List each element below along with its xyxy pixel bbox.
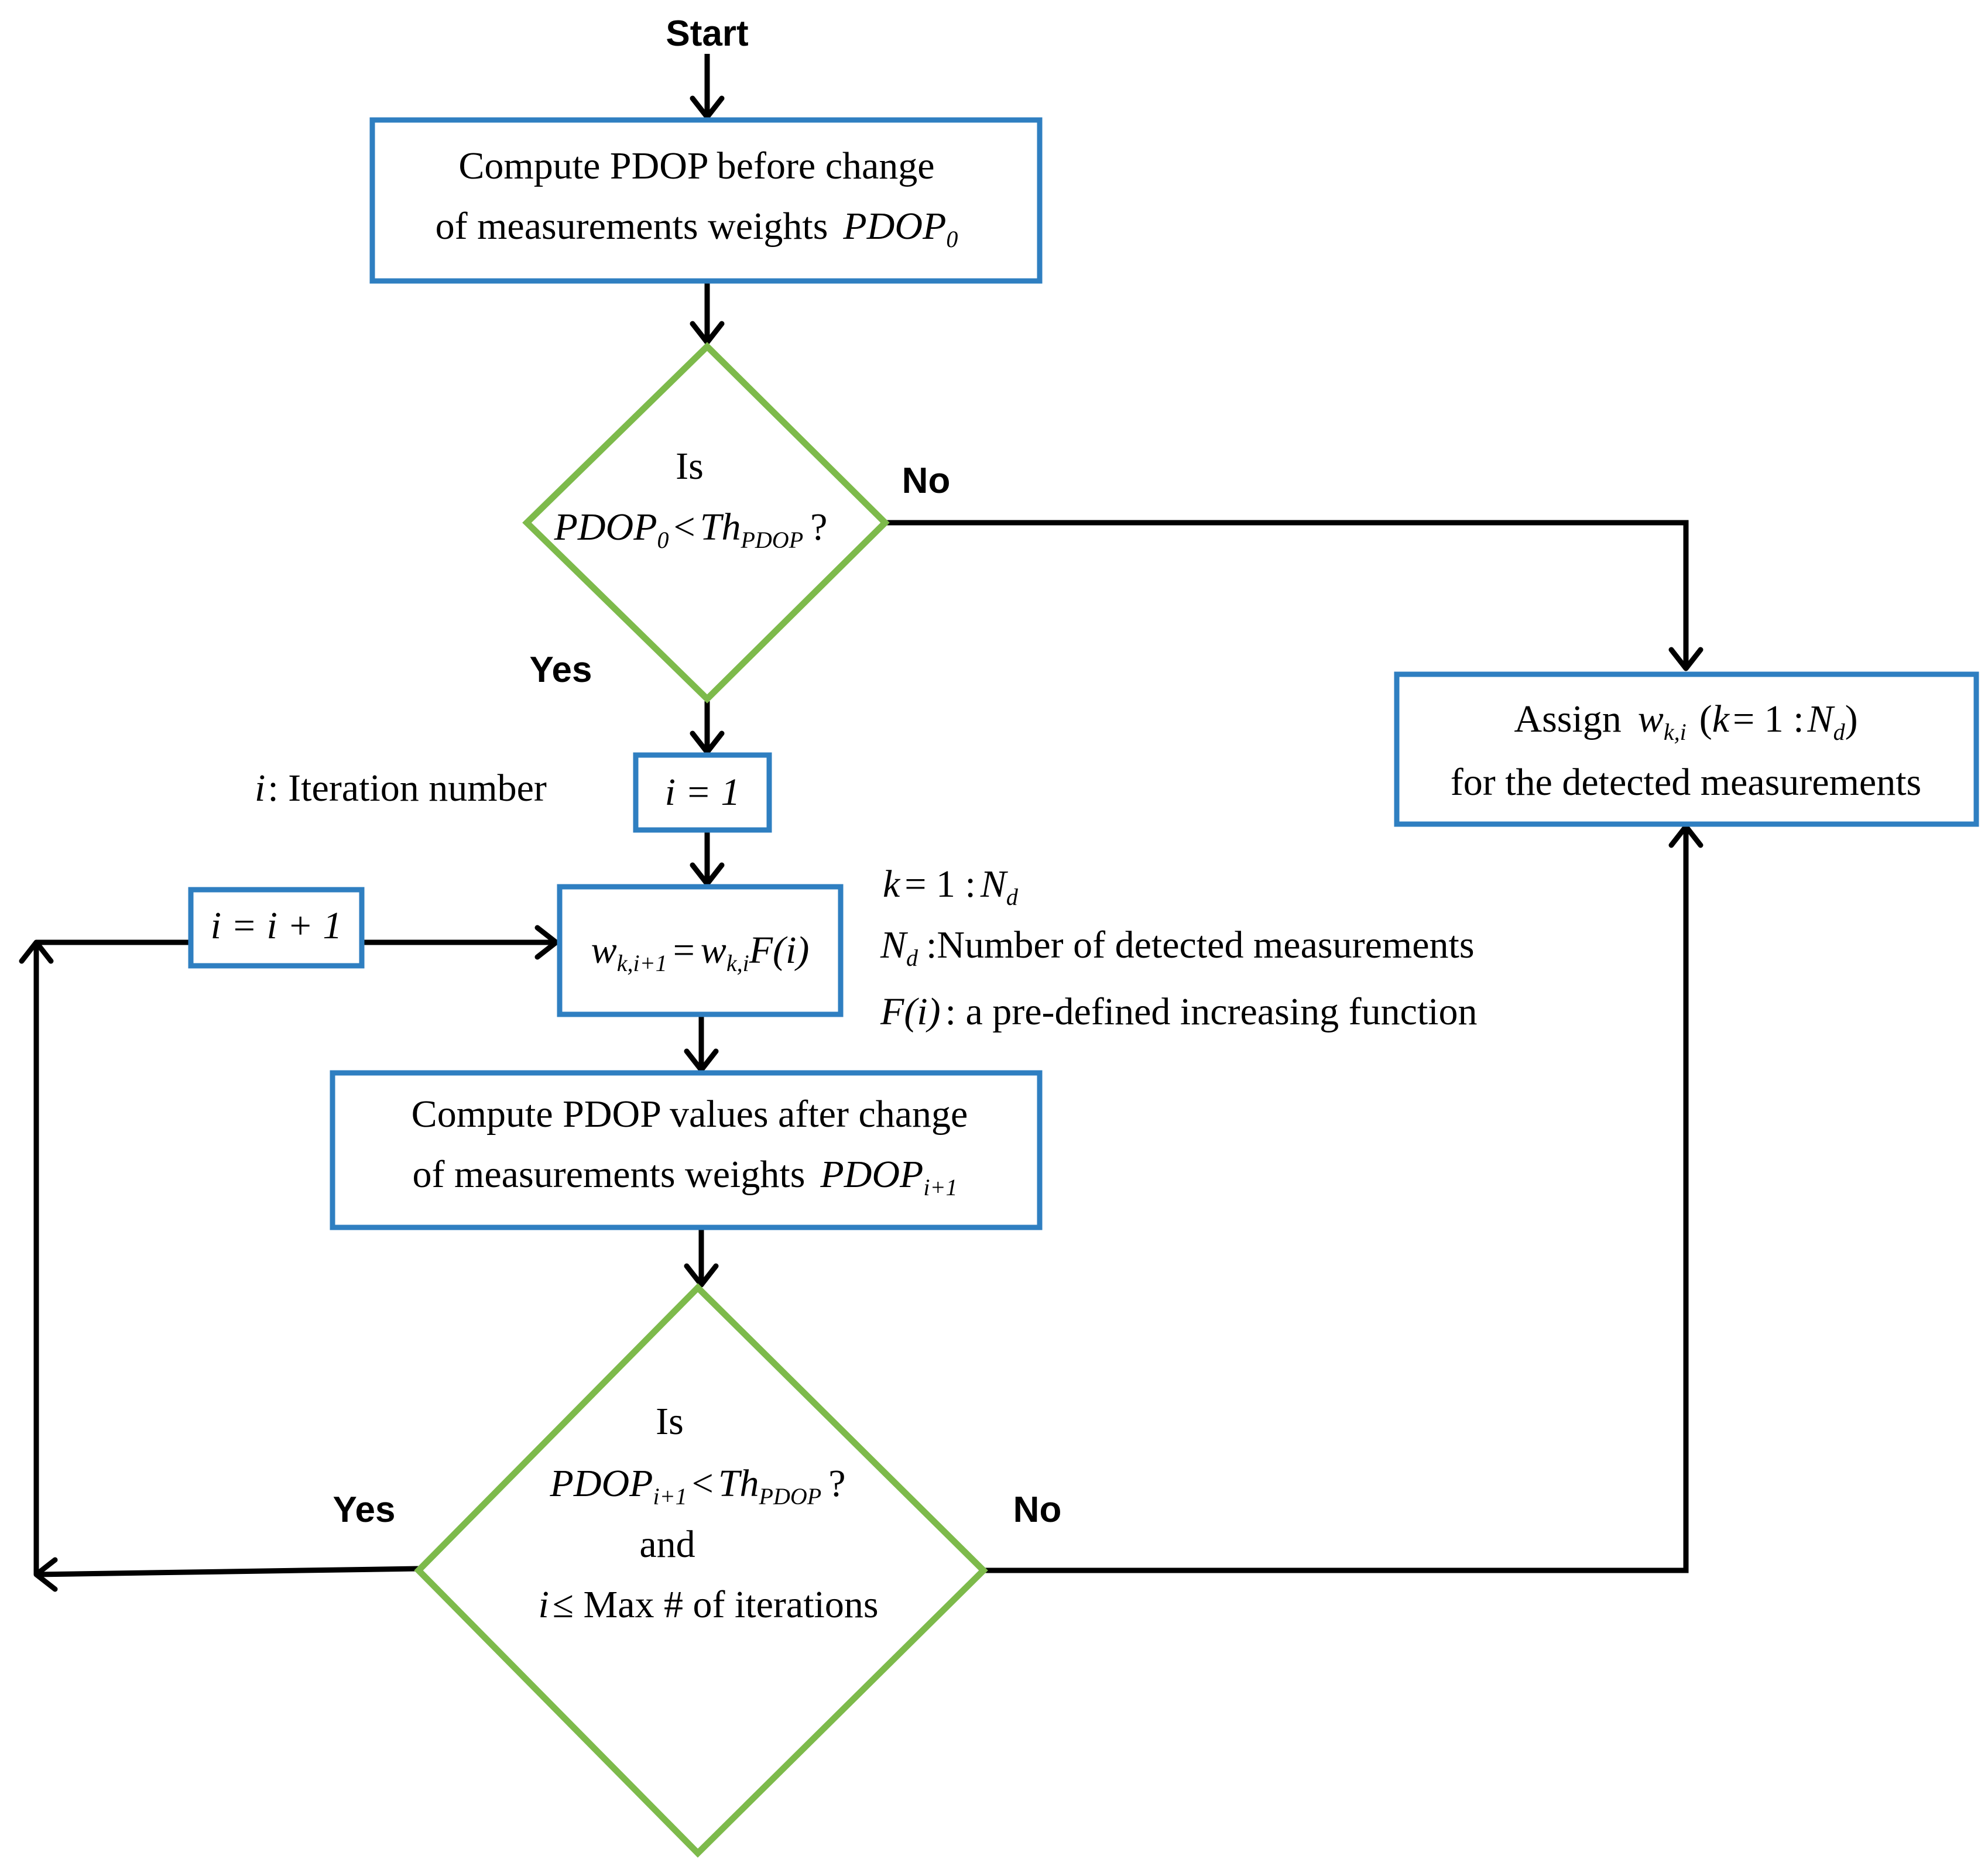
yes-label-1: Yes (530, 650, 592, 690)
arrowhead (1668, 647, 1703, 671)
arrowhead (534, 925, 559, 960)
decision-pdop-i1: Is PDOPi+1<ThPDOP? and i≤ Max # of itera… (414, 1283, 988, 1858)
decision2-and: and (639, 1523, 695, 1566)
arrowhead (690, 862, 725, 887)
yes-label-2: Yes (333, 1490, 396, 1530)
no-label-1: No (902, 461, 951, 501)
note-k-range: k= 1 :Nd (883, 863, 1019, 910)
compute-pdop0-line1: Compute PDOP before change (458, 145, 934, 187)
arrow-no1-to-assign (885, 520, 1689, 668)
start-label: Start (666, 13, 748, 54)
weight-update-formula: wk,i+1=wk,iF(i) (591, 929, 810, 976)
no-label-2: No (1013, 1490, 1062, 1530)
arrow-yes2-left (36, 1566, 419, 1577)
arrowhead (684, 1048, 719, 1073)
arrowhead (684, 1263, 719, 1288)
note-f-definition: F(i): a pre-defined increasing function (880, 990, 1478, 1033)
decision-pdop0: Is PDOP0<ThPDOP? (522, 342, 890, 704)
note-nd-definition: Nd:Number of detected measurements (880, 924, 1475, 971)
iteration-note: i: Iteration number (255, 767, 547, 809)
decision1-is: Is (676, 445, 704, 488)
decision2-is: Is (656, 1400, 684, 1443)
decision2-condition: PDOPi+1<ThPDOP? (550, 1462, 846, 1510)
assign-line2: for the detected measurements (1451, 761, 1921, 804)
init-box: i = 1 (633, 752, 772, 833)
connectors (19, 54, 1703, 1592)
arrowhead (690, 730, 725, 755)
definitions-notes: k= 1 :Nd Nd:Number of detected measureme… (880, 863, 1478, 1033)
decision1-condition: PDOP0<ThPDOP? (554, 506, 828, 553)
init-text: i = 1 (665, 771, 741, 814)
compute-pdop-i1-box: Compute PDOP values after change of meas… (330, 1070, 1043, 1230)
weight-update-box: wk,i+1=wk,iF(i) (557, 884, 844, 1017)
compute-pdop-i1-line1: Compute PDOP values after change (412, 1093, 968, 1136)
arrow-no2-to-assign (983, 826, 1689, 1573)
increment-text: i = i + 1 (211, 904, 342, 947)
arrowhead (690, 95, 725, 120)
compute-pdop0-box: Compute PDOP before change of measuremen… (369, 117, 1043, 284)
decision2-max-iterations: i≤ Max # of iterations (538, 1583, 878, 1626)
increment-box: i = i + 1 (188, 887, 365, 969)
